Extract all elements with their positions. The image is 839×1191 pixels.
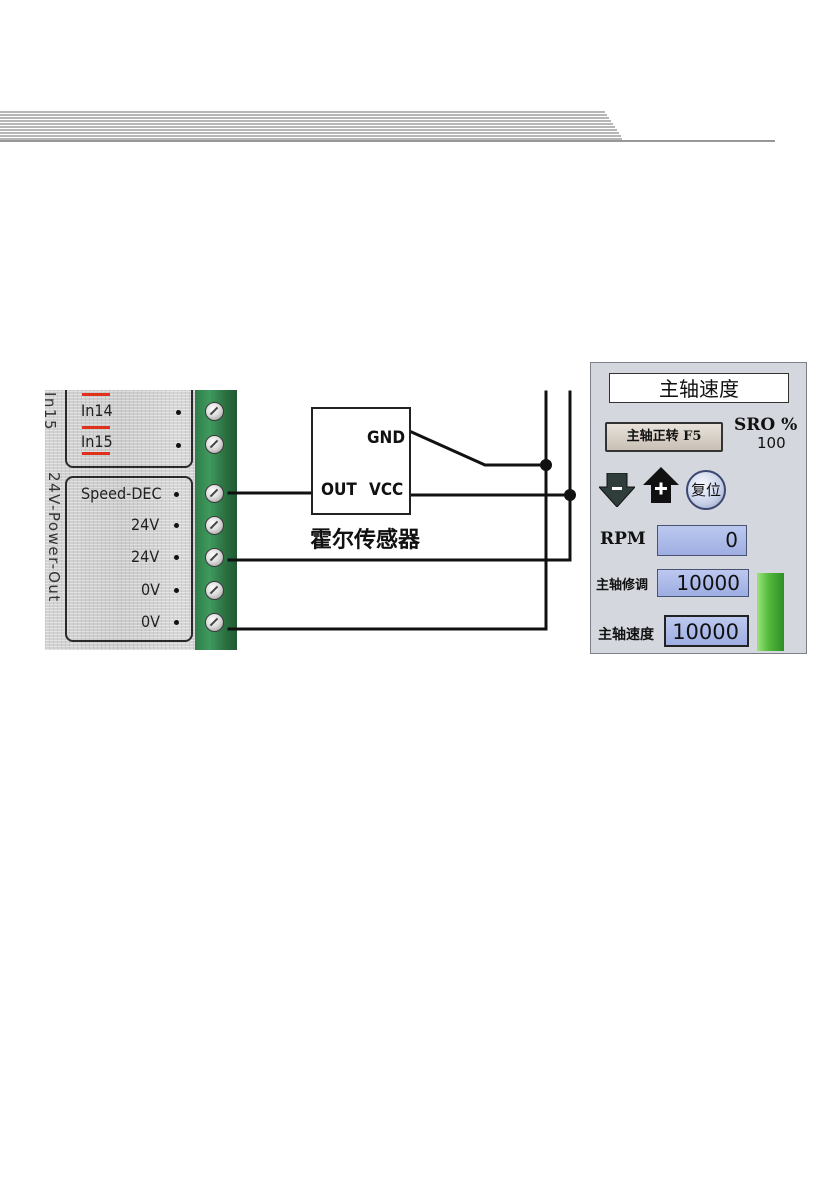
sensor-pin-vcc: VCC [369,480,403,500]
rpm-value-field: 0 [657,525,747,556]
sensor-label: 霍尔传感器 [310,522,420,554]
wire-gnd [407,430,546,465]
speed-value-field[interactable]: 10000 [664,615,749,647]
junction-vcc [564,489,576,501]
spindle-speed-bar [757,573,784,651]
override-value-field[interactable]: 10000 [657,569,749,597]
reset-button[interactable]: 复位 [686,470,726,510]
spindle-forward-button[interactable]: 主轴正转 F5 [605,422,723,452]
panel-title: 主轴速度 [609,373,789,403]
sensor-pin-gnd: GND [367,428,405,448]
sensor-pin-out: OUT [321,480,357,500]
sro-value: 100 [757,434,786,452]
junction-gnd [540,459,552,471]
arrow-up-plus-icon[interactable] [643,467,679,503]
spindle-speed-panel: 主轴速度 主轴正转 F5 SRO % 100 复位 RPM 0 主轴修调 100… [590,362,807,654]
rpm-label: RPM [600,529,646,549]
hall-sensor: GND OUT VCC [311,407,411,515]
spindle-speed-bar-fill [757,573,784,651]
override-label: 主轴修调 [596,574,648,593]
arrow-down-minus-icon[interactable] [599,473,635,507]
speed-label: 主轴速度 [598,624,654,644]
sro-label: SRO % [734,415,797,435]
